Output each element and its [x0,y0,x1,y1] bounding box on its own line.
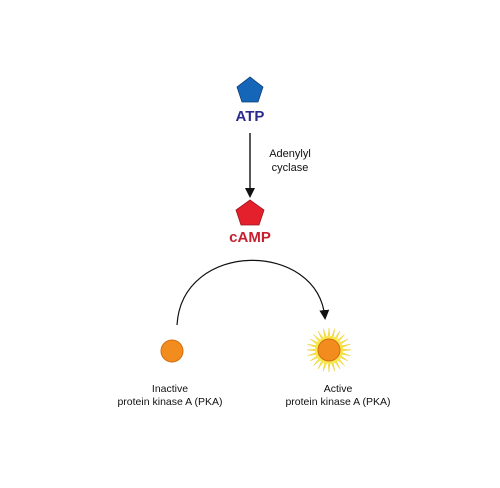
atp-label: ATP [235,108,265,125]
active-pka-circle-icon [317,338,341,362]
inactive-pka-label-line2: protein kinase A (PKA) [117,396,223,408]
active-pka-label-line2: protein kinase A (PKA) [285,396,391,408]
activation-arrow [176,259,330,326]
active-pka-label-line1: Active [323,383,353,395]
camp-pentagon-icon [235,199,265,226]
enzyme-label-line1: Adenylyl [269,148,311,160]
enzyme-label: Adenylyl cyclase [255,147,325,175]
active-pka-label: Active protein kinase A (PKA) [258,383,418,409]
enzyme-label-line2: cyclase [271,162,309,174]
inactive-pka-label-line1: Inactive [151,383,189,395]
atp-pentagon-icon [236,76,264,103]
inactive-pka-circle-icon [160,339,184,363]
inactive-pka-label: Inactive protein kinase A (PKA) [90,383,250,409]
camp-label: cAMP [229,229,271,246]
